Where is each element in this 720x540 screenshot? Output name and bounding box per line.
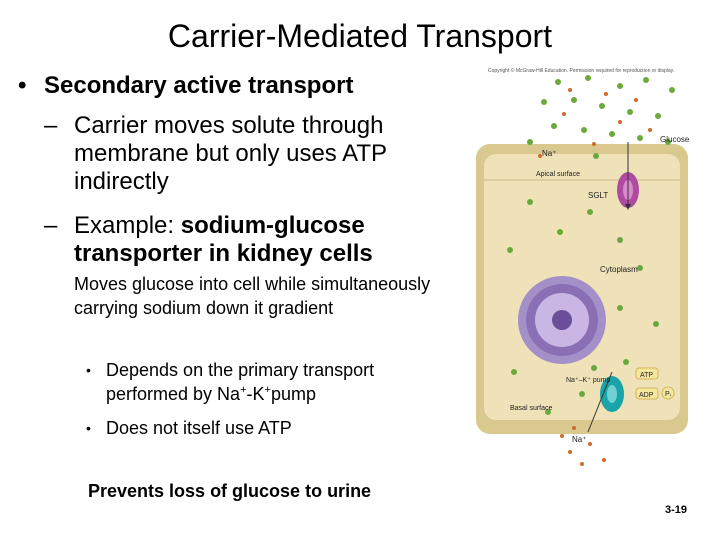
slide-title: Carrier-Mediated Transport <box>167 18 553 54</box>
na-k-pump <box>587 371 624 433</box>
dash-text-carrier: Carrier moves solute through membrane bu… <box>74 112 387 195</box>
label-basal: Basal surface <box>510 405 553 412</box>
label-cytoplasm: Cytoplasm <box>600 265 638 274</box>
bullet-marker: • <box>86 420 91 436</box>
label-pi: Pᵢ <box>665 391 671 398</box>
label-adp: ADP <box>639 392 654 399</box>
page-number: 3-19 <box>665 504 688 516</box>
sodium-dots <box>538 88 652 466</box>
figure-copyright: Copyright © McGraw-Hill Education. Permi… <box>488 68 675 74</box>
bullet-marker: • <box>18 72 27 99</box>
adp-box <box>635 387 659 400</box>
nucleus <box>518 276 606 364</box>
bullet-marker: • <box>86 362 91 378</box>
sub-text-moves-glucose: Moves glucose into cell while simultaneo… <box>74 274 431 318</box>
depends-text-c: pump <box>270 384 316 404</box>
bullet-secondary-active-transport: • Secondary active transport <box>18 72 353 100</box>
label-na-top: Na⁺ <box>542 149 556 158</box>
sglt-transporter <box>617 142 639 210</box>
example-bold: sodium-glucose transporter in kidney cel… <box>74 212 373 267</box>
sub-bullet-no-atp-text: Does not itself use ATP <box>106 418 292 438</box>
sup-plus: + <box>240 384 247 396</box>
depends-text-a: Depends on the primary transport perform… <box>106 360 375 404</box>
glucose-dots <box>507 75 675 415</box>
label-glucose: Glucose <box>660 135 690 144</box>
label-apical: Apical surface <box>536 171 580 178</box>
label-sglt: SGLT <box>588 191 608 200</box>
dash-marker: – <box>44 112 58 139</box>
bullet-text: Secondary active transport <box>44 72 354 99</box>
label-na-bottom: Na⁺ <box>572 435 586 444</box>
prevents-loss-text: Prevents loss of glucose to urine <box>88 481 372 501</box>
example-prefix: Example: <box>74 212 181 239</box>
sub-bullet-depends-text: Depends on the primary transport perform… <box>106 358 446 406</box>
atp-box <box>635 367 659 380</box>
sup-plus: + <box>264 384 271 396</box>
pi-circle <box>661 386 675 400</box>
dash-text-example: Example: sodium-glucose transporter in k… <box>74 212 444 268</box>
label-na-k-pump: Na⁺–K⁺ pump <box>566 377 610 384</box>
depends-text-b: -K <box>246 384 265 404</box>
label-atp: ATP <box>640 372 653 379</box>
dash-marker: – <box>44 212 58 239</box>
sglt-cell-diagram: Glucose Na⁺ Apical surface SGLT Cytoplas… <box>476 75 690 466</box>
